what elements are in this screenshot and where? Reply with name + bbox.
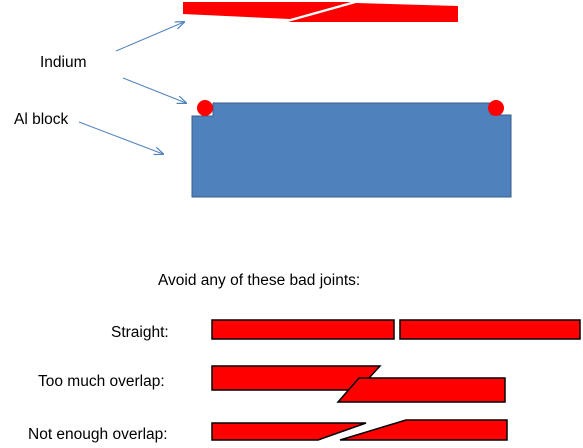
overlap-strip-right <box>336 377 506 403</box>
bad-joints-heading: Avoid any of these bad joints: <box>158 272 360 289</box>
arrow-indium-to-block <box>122 77 186 103</box>
indium-strip-left <box>183 2 351 19</box>
too-much-overlap-label: Too much overlap: <box>38 373 165 390</box>
gap-strip-left <box>211 422 367 441</box>
straight-strip-right <box>399 319 581 340</box>
arrow-indium-to-joint <box>115 22 184 52</box>
not-enough-overlap-label: Not enough overlap: <box>28 426 168 443</box>
indium-dot-right <box>488 100 504 116</box>
gap-strip-right <box>339 419 508 441</box>
straight-joint <box>211 319 581 340</box>
al-block-label: Al block <box>14 111 69 128</box>
arrow-al-block <box>78 121 163 154</box>
good-scarf-joint <box>183 2 458 22</box>
straight-label: Straight: <box>111 324 169 341</box>
straight-strip-left <box>211 319 395 340</box>
indium-dot-left <box>197 100 213 116</box>
not-enough-overlap-joint <box>211 419 508 441</box>
too-much-overlap-joint <box>211 365 506 403</box>
indium-label: Indium <box>40 54 87 71</box>
indium-strip-right <box>288 3 458 22</box>
aluminum-block <box>191 100 512 198</box>
al-block-body <box>191 102 512 198</box>
